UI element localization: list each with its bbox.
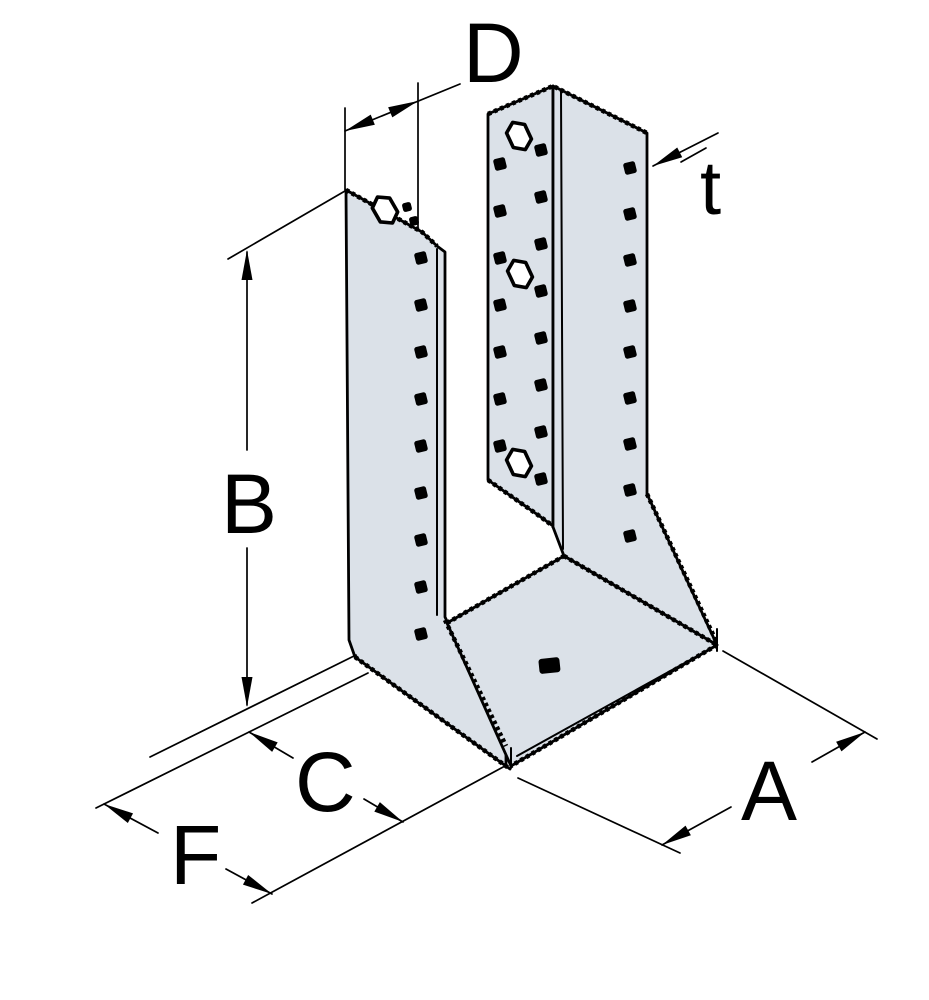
- nail-hole: [623, 161, 637, 175]
- nail-hole: [623, 253, 637, 267]
- nail-hole: [493, 251, 507, 265]
- ext-line-b-top: [227, 190, 346, 260]
- nail-hole: [493, 345, 507, 359]
- nail-hole: [623, 299, 637, 313]
- dimension-label-c: C: [295, 735, 356, 829]
- nail-hole: [623, 437, 637, 451]
- dimension-arrow-icon: [836, 732, 865, 752]
- ext-line-bottom-rail-1: [149, 654, 357, 758]
- dimension-label-d: D: [463, 6, 524, 100]
- dimension-arrow-icon: [388, 101, 418, 118]
- ext-line-a-lower: [517, 777, 681, 854]
- nail-hole: [414, 439, 428, 453]
- tick-line-t: [680, 147, 707, 163]
- nail-hole-group: [402, 143, 637, 641]
- ext-line-a-upper: [722, 650, 878, 740]
- bolt-hole-icon: [505, 258, 535, 290]
- nail-hole: [414, 392, 428, 406]
- bolt-hole-icon: [370, 195, 400, 225]
- nail-hole: [623, 345, 637, 359]
- dimension-arrow-icon: [374, 802, 403, 822]
- joist-hanger: [344, 83, 720, 771]
- nail-hole: [414, 251, 428, 265]
- dimension-arrow-icon: [249, 732, 278, 752]
- bolt-hole-icon: [504, 447, 534, 479]
- nail-hole: [623, 529, 637, 543]
- bolt-hole-icon: [504, 120, 534, 152]
- dimension-label-b: B: [221, 457, 277, 551]
- dimension-arrow-icon: [345, 114, 375, 131]
- nail-hole: [534, 331, 548, 345]
- right-plate-fold-line: [560, 91, 564, 550]
- dimension-arrow-icon: [241, 250, 253, 280]
- nail-hole: [414, 345, 428, 359]
- nail-hole: [414, 486, 428, 500]
- nail-hole: [402, 202, 412, 212]
- nail-hole: [414, 627, 428, 641]
- nail-hole: [623, 207, 637, 221]
- nail-hole: [414, 580, 428, 594]
- dimension-arrow-icon: [241, 677, 253, 707]
- bolt-holes: [370, 120, 535, 479]
- seat-slot: [538, 657, 561, 674]
- seat-inner-edge: [516, 648, 711, 757]
- nail-hole: [493, 157, 507, 171]
- nail-hole: [534, 425, 548, 439]
- nail-hole: [534, 284, 548, 298]
- dimension-arrow-icon: [104, 804, 134, 824]
- dimension-label-a: A: [741, 744, 797, 838]
- dimension-arrow-icon: [242, 874, 272, 894]
- dimension-arrow-icon: [653, 147, 683, 166]
- dimension-label-f: F: [170, 808, 221, 902]
- nail-hole: [409, 216, 419, 226]
- nail-hole: [414, 298, 428, 312]
- ext-line-bottom-rail-3: [251, 765, 506, 904]
- dimension-arrows: [104, 101, 865, 894]
- nail-hole: [493, 439, 507, 453]
- nail-hole: [623, 483, 637, 497]
- nail-hole: [493, 298, 507, 312]
- nail-hole: [534, 237, 548, 251]
- nail-hole: [534, 143, 548, 157]
- dimension-label-t: t: [700, 146, 721, 231]
- dimension-arrow-icon: [662, 825, 691, 845]
- nail-hole: [414, 533, 428, 547]
- serrated-edges: [344, 83, 720, 771]
- ext-line-bottom-rail-2: [95, 672, 369, 809]
- dimension-labels: D t B C F A: [170, 6, 797, 902]
- nail-hole: [534, 190, 548, 204]
- nail-hole: [623, 391, 637, 405]
- dimension-lines: [95, 82, 878, 904]
- nail-hole: [493, 204, 507, 218]
- nail-hole: [534, 378, 548, 392]
- nail-hole: [534, 472, 548, 486]
- nail-hole: [493, 392, 507, 406]
